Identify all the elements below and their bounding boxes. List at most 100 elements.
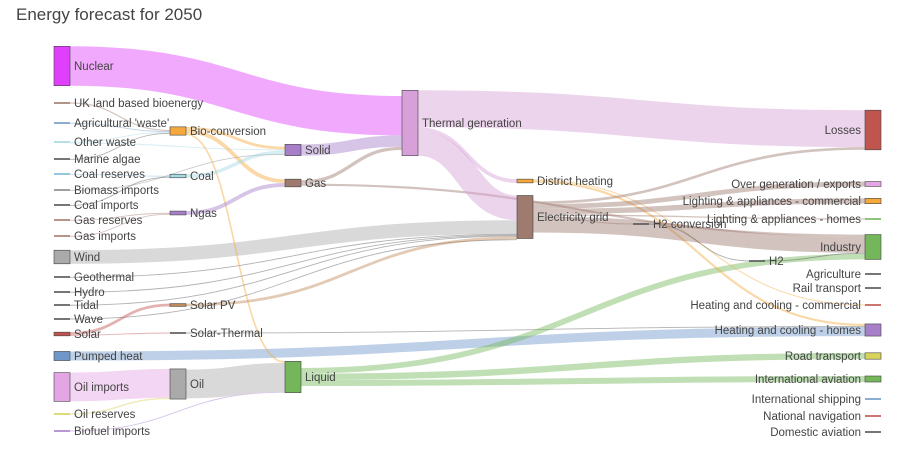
link-tidal-to-electricity-grid[interactable] bbox=[69, 235, 518, 306]
node-biomass-imports[interactable] bbox=[54, 189, 70, 191]
link-gas-to-industry[interactable] bbox=[300, 183, 866, 237]
link-gas-to-thermal-generation[interactable] bbox=[300, 146, 403, 184]
node-heating-and-cooling-homes[interactable] bbox=[864, 323, 882, 337]
node-bio-conversion[interactable] bbox=[169, 126, 187, 136]
link-electricity-grid-to-over-generation-exports[interactable] bbox=[532, 181, 866, 209]
link-ngas-to-gas[interactable] bbox=[185, 182, 286, 215]
node-wave[interactable] bbox=[54, 318, 70, 320]
link-bio-conversion-to-solid[interactable] bbox=[185, 126, 286, 150]
link-electricity-grid-to-industry[interactable] bbox=[532, 216, 866, 253]
node-label-oil-reserves: Oil reserves bbox=[74, 409, 136, 421]
chart-title: Energy forecast for 2050 bbox=[16, 5, 203, 24]
link-geothermal-to-electricity-grid[interactable] bbox=[69, 233, 518, 278]
node-nuclear[interactable] bbox=[53, 45, 71, 87]
link-thermal-generation-to-district-heating[interactable] bbox=[417, 127, 518, 183]
node-agriculture[interactable] bbox=[865, 273, 881, 275]
link-district-heating-to-heating-and-cooling-commercial[interactable] bbox=[532, 179, 866, 306]
link-wind-to-electricity-grid[interactable] bbox=[69, 220, 518, 264]
link-agricultural-waste-to-bio-conversion[interactable] bbox=[69, 122, 171, 132]
node-solid[interactable] bbox=[284, 144, 302, 156]
link-liquid-to-road-transport[interactable] bbox=[300, 352, 866, 381]
node-pumped-heat[interactable] bbox=[53, 351, 71, 361]
node-losses[interactable] bbox=[864, 109, 882, 151]
node-international-shipping[interactable] bbox=[865, 398, 881, 400]
link-district-heating-to-heating-and-cooling-homes[interactable] bbox=[532, 180, 866, 327]
node-electricity-grid[interactable] bbox=[516, 195, 534, 239]
link-h2-to-industry[interactable] bbox=[764, 252, 866, 262]
link-solar-to-solar-thermal[interactable] bbox=[69, 332, 171, 336]
node-other-waste[interactable] bbox=[54, 141, 70, 143]
node-gas-imports[interactable] bbox=[54, 235, 70, 237]
link-uk-land-based-bioenergy-to-bio-conversion[interactable] bbox=[69, 102, 171, 132]
link-wave-to-electricity-grid[interactable] bbox=[69, 239, 518, 320]
node-geothermal[interactable] bbox=[54, 276, 70, 278]
node-wind[interactable] bbox=[53, 249, 71, 265]
link-solar-pv-to-electricity-grid[interactable] bbox=[185, 236, 518, 307]
link-coal-reserves-to-coal[interactable] bbox=[69, 173, 171, 177]
node-oil-reserves[interactable] bbox=[54, 413, 70, 415]
link-solar-thermal-to-heating-and-cooling-homes[interactable] bbox=[185, 326, 866, 334]
node-oil[interactable] bbox=[169, 368, 187, 400]
link-coal-to-solid[interactable] bbox=[185, 150, 286, 178]
link-hydro-to-electricity-grid[interactable] bbox=[69, 234, 518, 293]
link-gas-reserves-to-ngas[interactable] bbox=[69, 212, 171, 221]
link-liquid-to-international-aviation[interactable] bbox=[300, 375, 866, 387]
node-lighting-appliances-homes[interactable] bbox=[865, 218, 881, 220]
link-other-waste-to-bio-conversion[interactable] bbox=[69, 131, 171, 143]
node-industry[interactable] bbox=[864, 234, 882, 260]
link-coal-imports-to-coal[interactable] bbox=[69, 176, 171, 206]
node-solar-thermal[interactable] bbox=[170, 332, 186, 334]
link-electricity-grid-to-lighting-appliances-homes[interactable] bbox=[532, 214, 866, 220]
link-h2-conversion-to-h2[interactable] bbox=[648, 223, 750, 262]
link-other-waste-to-solid[interactable] bbox=[69, 142, 286, 151]
node-solar-pv[interactable] bbox=[169, 303, 187, 307]
node-rail-transport[interactable] bbox=[865, 287, 881, 289]
node-lighting-appliances-commercial[interactable] bbox=[864, 198, 882, 204]
node-gas-reserves[interactable] bbox=[54, 219, 70, 221]
node-international-aviation[interactable] bbox=[864, 375, 882, 383]
node-h2-conversion[interactable] bbox=[633, 223, 649, 225]
node-ngas[interactable] bbox=[169, 210, 187, 216]
node-heating-and-cooling-commercial[interactable] bbox=[865, 304, 881, 306]
link-thermal-generation-to-electricity-grid[interactable] bbox=[416, 130, 519, 221]
node-biofuel-imports[interactable] bbox=[54, 430, 70, 432]
node-road-transport[interactable] bbox=[864, 352, 882, 360]
link-nuclear-to-thermal-generation[interactable] bbox=[69, 46, 403, 136]
node-coal[interactable] bbox=[169, 173, 187, 179]
link-gas-imports-to-ngas[interactable] bbox=[69, 213, 171, 237]
link-electricity-grid-to-losses[interactable] bbox=[532, 147, 866, 205]
link-oil-to-liquid[interactable] bbox=[185, 363, 286, 399]
node-coal-imports[interactable] bbox=[54, 204, 70, 206]
node-tidal[interactable] bbox=[54, 304, 70, 306]
node-agricultural-waste[interactable] bbox=[54, 122, 70, 124]
link-thermal-generation-to-losses[interactable] bbox=[417, 90, 866, 148]
node-label-pumped-heat: Pumped heat bbox=[74, 351, 143, 363]
node-marine-algae[interactable] bbox=[54, 158, 70, 160]
link-pumped-heat-to-heating-and-cooling-homes[interactable] bbox=[69, 326, 866, 361]
link-biomass-imports-to-solid[interactable] bbox=[69, 153, 286, 191]
node-h2[interactable] bbox=[749, 260, 765, 262]
node-oil-imports[interactable] bbox=[53, 372, 71, 402]
link-biofuel-imports-to-liquid[interactable] bbox=[69, 391, 286, 432]
node-district-heating[interactable] bbox=[516, 178, 534, 184]
node-thermal-generation[interactable] bbox=[401, 89, 419, 157]
node-coal-reserves[interactable] bbox=[54, 173, 70, 175]
node-hydro[interactable] bbox=[54, 291, 70, 293]
node-domestic-aviation[interactable] bbox=[865, 431, 881, 433]
link-electricity-grid-to-h2-conversion[interactable] bbox=[532, 215, 634, 225]
link-electricity-grid-to-lighting-appliances-commercial[interactable] bbox=[532, 198, 866, 215]
link-liquid-to-industry[interactable] bbox=[300, 253, 866, 374]
link-bio-conversion-to-gas[interactable] bbox=[185, 129, 286, 183]
node-national-navigation[interactable] bbox=[865, 415, 881, 417]
link-oil-reserves-to-oil[interactable] bbox=[69, 397, 171, 415]
link-marine-algae-to-bio-conversion[interactable] bbox=[69, 132, 171, 160]
node-liquid[interactable] bbox=[284, 361, 302, 393]
node-gas[interactable] bbox=[284, 178, 302, 188]
link-solar-to-solar-pv[interactable] bbox=[69, 303, 171, 335]
node-uk-land-based-bioenergy[interactable] bbox=[54, 102, 70, 104]
link-solid-to-thermal-generation[interactable] bbox=[300, 135, 403, 156]
node-solar[interactable] bbox=[53, 331, 71, 337]
link-oil-imports-to-oil[interactable] bbox=[69, 368, 171, 402]
node-over-generation-exports[interactable] bbox=[864, 181, 882, 187]
link-bio-conversion-to-liquid[interactable] bbox=[185, 133, 286, 364]
